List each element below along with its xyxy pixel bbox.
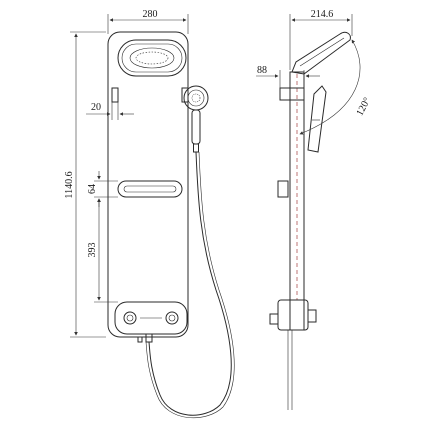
dim-label-total-height: 1140.6 xyxy=(64,171,75,198)
left-bracket-top xyxy=(111,87,119,103)
dim-shelf-height: 64 xyxy=(87,171,118,207)
dim-label-shelf-height: 64 xyxy=(87,184,98,194)
dim-column-depth: 88 xyxy=(256,65,320,88)
right-control-knob xyxy=(165,311,179,325)
overhead-shower-head xyxy=(117,39,187,77)
dim-head-reach: 214.6 xyxy=(289,9,353,70)
side-bracket-top xyxy=(279,87,305,101)
side-hand-shower xyxy=(307,85,327,153)
dim-label-tilt-angle: 120° xyxy=(354,96,373,118)
shower-hose xyxy=(148,151,232,416)
dim-label-side-offset: 20 xyxy=(91,102,101,113)
dim-label-head-reach: 214.6 xyxy=(311,9,334,20)
dim-label-column-depth: 88 xyxy=(257,65,267,76)
front-view: 280 1140.6 20 64 393 xyxy=(64,9,235,419)
side-bracket-mid xyxy=(277,180,289,198)
side-overhead-head xyxy=(291,31,351,75)
left-control-knob xyxy=(123,311,137,325)
dim-panel-width: 280 xyxy=(107,9,189,34)
shelf xyxy=(117,180,183,198)
side-view: 214.6 88 120° xyxy=(256,9,373,410)
side-control-unit xyxy=(269,299,317,410)
control-unit xyxy=(114,301,188,343)
dim-label-shelf-to-controls: 393 xyxy=(87,243,98,258)
hand-shower xyxy=(183,85,209,153)
panel-body xyxy=(107,31,189,338)
dim-side-offset: 20 xyxy=(86,102,134,120)
dim-shelf-to-controls: 393 xyxy=(87,198,118,303)
dim-label-panel-width: 280 xyxy=(143,9,158,20)
dim-total-height: 1140.6 xyxy=(64,31,106,338)
